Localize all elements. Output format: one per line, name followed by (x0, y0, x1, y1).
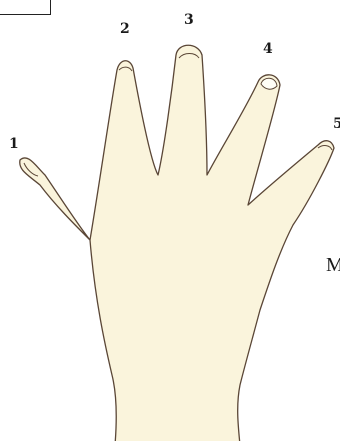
hand-outline (20, 45, 334, 441)
finger-label-middle: 3 (184, 13, 194, 27)
finger-label-ring: 4 (263, 42, 273, 56)
finger-label-little: 5 (333, 117, 340, 131)
finger-label-thumb: 1 (9, 137, 19, 151)
finger-label-index: 2 (120, 22, 130, 36)
side-letter-label: M (326, 255, 340, 275)
